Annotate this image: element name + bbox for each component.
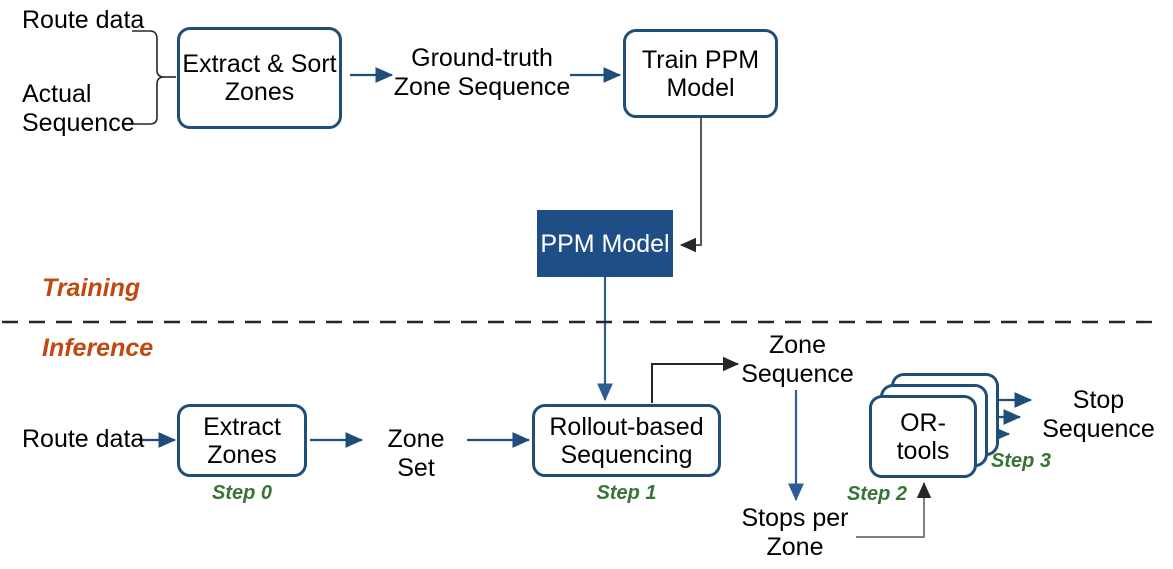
box-extract-zones[interactable]: Extract Zones — [177, 404, 307, 477]
label-ground-truth-zone-sequence: Ground-truth Zone Sequence — [393, 44, 571, 101]
box-train-ppm-model[interactable]: Train PPM Model — [623, 29, 778, 118]
label-actual-sequence: Actual Sequence — [22, 80, 135, 137]
box-rollout-based-sequencing[interactable]: Rollout-based Sequencing — [532, 404, 721, 477]
phase-label-inference: Inference — [42, 334, 154, 362]
label-zone-sequence: Zone Sequence — [741, 331, 854, 388]
step-label-2: Step 2 — [846, 483, 908, 505]
label-zone-set: Zone Set — [387, 425, 445, 482]
box-ortools[interactable]: OR- tools — [869, 395, 977, 478]
label-stops-per-zone: Stops per Zone — [741, 504, 849, 561]
phase-label-training: Training — [42, 274, 141, 302]
box-ppm-model[interactable]: PPM Model — [537, 210, 673, 277]
label-route-data-inference: Route data — [22, 425, 145, 453]
arrow-rollout-to-zonesequence — [651, 356, 739, 403]
box-extract-sort-zones[interactable]: Extract & Sort Zones — [177, 27, 342, 129]
arrow-trainppm-to-ppmmodel — [680, 118, 702, 253]
step-label-3: Step 3 — [990, 450, 1052, 472]
step-label-0: Step 0 — [211, 482, 273, 504]
label-stop-sequence: Stop Sequence — [1042, 386, 1155, 443]
step-label-1: Step 1 — [596, 482, 657, 504]
label-route-data-training: Route data — [22, 6, 145, 34]
input-grouping-bracket — [132, 30, 176, 125]
